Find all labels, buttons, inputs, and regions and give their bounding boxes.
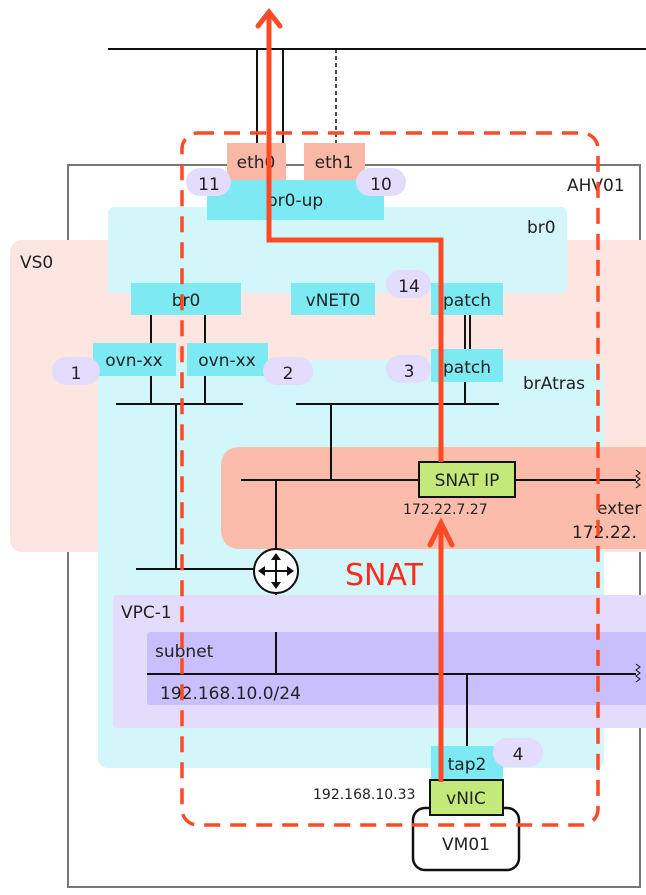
badge-3-label: 3 xyxy=(404,362,415,382)
badge-1-label: 1 xyxy=(71,364,82,384)
traffic-flow-arrow xyxy=(255,7,444,462)
snat-ip-label: SNAT IP xyxy=(435,471,500,491)
vs0-label: VS0 xyxy=(20,253,53,273)
eth1-port xyxy=(304,143,365,180)
badge-10 xyxy=(356,168,406,196)
ovn-port-2 xyxy=(187,343,268,376)
badge-11 xyxy=(186,168,231,196)
external-ip: 172.22. xyxy=(572,523,637,543)
vnic-label: vNIC xyxy=(446,789,486,809)
badge-2-label: 2 xyxy=(283,364,294,384)
eth0-port xyxy=(227,143,286,180)
snat-scope-boundary xyxy=(180,131,600,827)
badge-11-label: 11 xyxy=(198,175,220,195)
subnet-region xyxy=(147,632,646,705)
br0-up-label: br0-up xyxy=(267,191,323,211)
tap2-label: tap2 xyxy=(448,755,487,775)
patch-bottom-label: patch xyxy=(443,358,491,378)
badge-4-label: 4 xyxy=(513,745,524,765)
br0-port xyxy=(131,283,241,315)
badge-2 xyxy=(263,357,313,385)
subnet-break-icon xyxy=(635,663,641,683)
vm-ip: 192.168.10.33 xyxy=(313,787,415,803)
badge-1 xyxy=(52,357,100,385)
vm01-label: VM01 xyxy=(442,835,490,855)
badge-14 xyxy=(386,270,431,298)
eth0-label: eth0 xyxy=(237,153,276,173)
router-icon xyxy=(253,548,299,594)
vnic-box xyxy=(429,779,504,816)
badge-14-label: 14 xyxy=(398,277,420,297)
br0-region xyxy=(108,207,567,293)
patch-top-label: patch xyxy=(443,291,491,311)
vpc-label: VPC-1 xyxy=(121,603,172,623)
vnet0-port xyxy=(291,283,375,315)
external-break-icon xyxy=(635,469,641,489)
badge-10-label: 10 xyxy=(370,175,392,195)
br0-region-label: br0 xyxy=(527,218,556,238)
br0-up-port xyxy=(207,180,384,220)
badge-4 xyxy=(493,738,543,767)
vnet0-label: vNET0 xyxy=(306,291,361,311)
subnet-cidr: 192.168.10.0/24 xyxy=(160,684,301,704)
snat-ip-address: 172.22.7.27 xyxy=(403,502,488,518)
eth1-label: eth1 xyxy=(315,153,354,173)
snat-ip-box xyxy=(418,461,516,498)
br0-port-label: br0 xyxy=(172,291,201,311)
snat-title: SNAT xyxy=(345,558,424,593)
host-label: AHV01 xyxy=(567,176,625,196)
external-label: exter xyxy=(597,499,641,519)
ovn-port-1 xyxy=(93,343,176,376)
subnet-label: subnet xyxy=(155,642,214,662)
ovn-1-label: ovn-xx xyxy=(105,351,163,371)
ovn-2-label: ovn-xx xyxy=(198,351,256,371)
bratras-label: brAtras xyxy=(523,374,585,394)
badge-3 xyxy=(386,355,431,383)
vm-to-snat-arrow xyxy=(427,517,455,782)
